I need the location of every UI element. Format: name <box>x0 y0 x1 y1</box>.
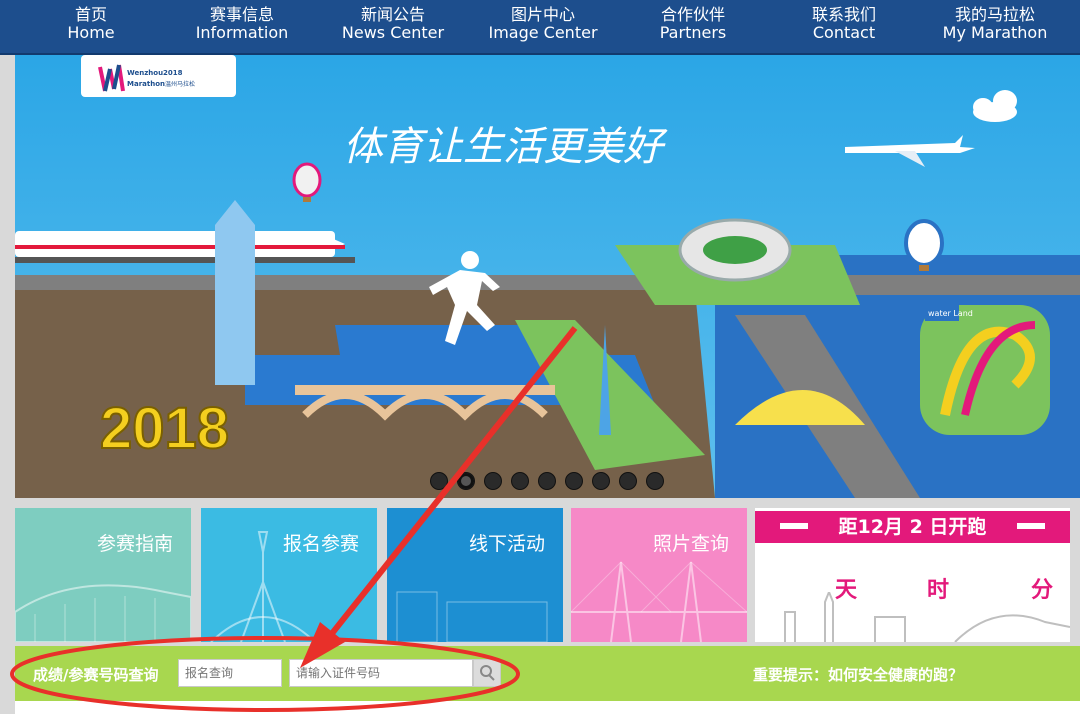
logo-line2: Marathon <box>127 80 165 88</box>
decor-dash-left <box>780 523 808 529</box>
magnifier-icon <box>480 665 495 681</box>
bridge-line-art <box>571 561 747 642</box>
nav-label-en: Image Center <box>488 23 598 42</box>
nav-label-cn: 联系我们 <box>811 5 876 24</box>
registration-query-input[interactable] <box>178 659 282 687</box>
balloon-right <box>904 219 944 271</box>
carousel-dot-7[interactable] <box>592 472 610 490</box>
airplane <box>845 135 975 167</box>
countdown-days: 天 <box>835 578 858 603</box>
score-search-bar: 成绩/参赛号码查询 重要提示：如何安全健康的跑？ <box>15 646 1080 701</box>
nav-label-cn: 合作伙伴 <box>660 5 725 24</box>
tile-label: 线下活动 <box>468 533 545 555</box>
nav-label-en: Partners <box>659 23 727 42</box>
tile-label: 参赛指南 <box>96 533 173 555</box>
hero-banner[interactable]: 2018 water Land <box>15 55 1080 498</box>
tile-photo-search[interactable]: 照片查询 <box>571 508 747 642</box>
city-illustration: 2018 water Land <box>15 55 1080 498</box>
cloud <box>973 90 1017 122</box>
tile-registration[interactable]: 报名参赛 <box>201 508 377 642</box>
page-bottom-strip <box>15 701 1080 714</box>
big-year-text: 2018 <box>100 396 229 461</box>
nav-label-en: Contact <box>812 23 876 42</box>
nav-label-cn: 赛事信息 <box>209 5 274 24</box>
carousel-dot-2[interactable] <box>457 472 475 490</box>
tower-left <box>215 200 255 385</box>
logo-line1: Wenzhou <box>127 69 163 77</box>
slogan: 体育让生活更美好 <box>343 124 668 170</box>
carousel-dot-3[interactable] <box>484 472 502 490</box>
carousel-dot-8[interactable] <box>619 472 637 490</box>
tile-label: 照片查询 <box>652 533 729 555</box>
stadium-field <box>703 236 767 264</box>
tile-race-guide[interactable]: 参赛指南 <box>15 508 191 642</box>
stadium-line-art <box>15 584 191 642</box>
carousel-dot-5[interactable] <box>538 472 556 490</box>
logo-year: 2018 <box>163 69 183 77</box>
decor-dash-right <box>1017 523 1045 529</box>
building-line-art <box>396 591 548 642</box>
nav-label-en: My Marathon <box>942 23 1048 42</box>
carousel-dot-6[interactable] <box>565 472 583 490</box>
water-park: water Land <box>920 305 1050 435</box>
shell-building <box>735 390 865 425</box>
nav-label-cn: 图片中心 <box>510 5 575 24</box>
nav-label-cn: 首页 <box>74 5 107 24</box>
balloon-left <box>292 162 322 202</box>
countdown-minutes: 分 <box>1031 578 1054 603</box>
nav-label-en: News Center <box>341 23 445 42</box>
skyline-line-art <box>784 592 1070 642</box>
countdown-hours: 时 <box>927 578 950 603</box>
nav-label-en: Information <box>195 23 289 42</box>
tile-offline-events[interactable]: 线下活动 <box>387 508 563 642</box>
carousel-dots <box>430 472 664 490</box>
safety-tip-link[interactable]: 重要提示：如何安全健康的跑？ <box>753 666 964 684</box>
countdown-headline: 距12月 2 日开跑 <box>838 516 987 538</box>
search-button[interactable] <box>473 659 501 687</box>
race-countdown: 距12月 2 日开跑 天 时 分 <box>755 508 1070 642</box>
nav-label-cn: 新闻公告 <box>360 5 425 24</box>
search-label: 成绩/参赛号码查询 <box>33 666 159 684</box>
carousel-dot-1[interactable] <box>430 472 448 490</box>
tower-line-art <box>210 531 316 642</box>
nav-label-en: Home <box>67 23 115 42</box>
train <box>15 231 355 263</box>
id-number-input[interactable] <box>289 659 473 687</box>
water-land-sign: water Land <box>928 309 973 318</box>
carousel-dot-9[interactable] <box>646 472 664 490</box>
countdown-header: 距12月 2 日开跑 <box>755 511 1070 543</box>
logo-cn: 温州马拉松 <box>165 80 195 88</box>
tower-blue <box>599 325 611 435</box>
nav-label-cn: 我的马拉松 <box>954 5 1035 24</box>
carousel-dot-4[interactable] <box>511 472 529 490</box>
race-logo[interactable]: Wenzhou 2018 Marathon 温州马拉松 <box>81 55 236 97</box>
